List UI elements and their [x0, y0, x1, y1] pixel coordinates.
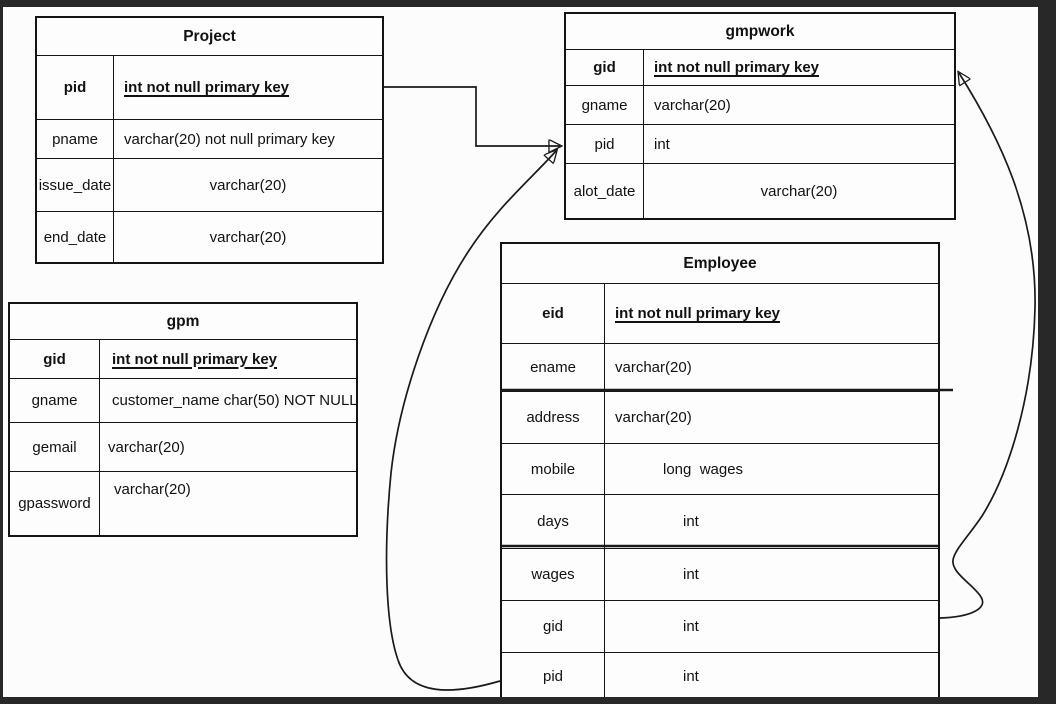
table-row: issue_date varchar(20)	[37, 159, 382, 212]
table-row: gname customer_name char(50) NOT NULL	[10, 379, 356, 423]
gmpwork-field-gid: gid	[566, 50, 644, 85]
gmpwork-field-gname: gname	[566, 86, 644, 124]
window-frame-right	[1038, 0, 1056, 704]
gpm-field-gid: gid	[10, 340, 100, 378]
employee-type-mobile: long wages	[663, 460, 744, 478]
employee-field-pid: pid	[502, 653, 605, 700]
table-row: pid int not null primary key	[37, 56, 382, 120]
table-row: ename varchar(20)	[502, 344, 938, 392]
employee-type-eid: int not null primary key	[615, 305, 781, 322]
table-gmpwork: gmpwork gid int not null primary key gna…	[564, 12, 956, 220]
table-row: gid int not null primary key	[566, 50, 954, 86]
gpm-field-gname: gname	[10, 379, 100, 422]
table-row: eid int not null primary key	[502, 284, 938, 344]
table-row: wages int	[502, 549, 938, 601]
gpm-type-gpassword: varchar(20)	[114, 481, 191, 498]
table-row: address varchar(20)	[502, 392, 938, 444]
window-frame-top	[0, 0, 1056, 7]
table-gpm: gpm gid int not null primary key gname c…	[8, 302, 358, 537]
employee-field-days: days	[502, 495, 605, 548]
project-type-issue-date: varchar(20)	[209, 176, 287, 194]
gmpwork-type-gid: int not null primary key	[654, 59, 820, 76]
employee-type-days: int	[683, 513, 699, 530]
table-project-title: Project	[37, 18, 382, 56]
table-row: mobile long wages	[502, 444, 938, 495]
project-type-end-date: varchar(20)	[209, 228, 287, 246]
gmpwork-type-alot-date: varchar(20)	[760, 182, 838, 200]
arrow-project-pid-to-gmpwork-pid	[384, 86, 560, 146]
gpm-field-gpassword: gpassword	[10, 472, 100, 535]
project-field-issue-date: issue_date	[37, 159, 114, 211]
gpm-type-gemail: varchar(20)	[108, 438, 185, 456]
table-row: gid int not null primary key	[10, 340, 356, 379]
gmpwork-field-alot-date: alot_date	[566, 164, 644, 218]
window-frame-bottom	[0, 697, 1056, 704]
project-field-pid: pid	[37, 56, 114, 119]
employee-field-eid: eid	[502, 284, 605, 343]
employee-field-mobile: mobile	[502, 444, 605, 494]
gpm-field-gemail: gemail	[10, 423, 100, 471]
table-gmpwork-title: gmpwork	[566, 14, 954, 50]
table-row: end_date varchar(20)	[37, 212, 382, 262]
table-row: alot_date varchar(20)	[566, 164, 954, 218]
table-row: days int	[502, 495, 938, 549]
project-type-pid: int not null primary key	[124, 79, 290, 96]
table-employee-title: Employee	[502, 244, 938, 284]
employee-type-gid: int	[683, 618, 699, 635]
table-row: gid int	[502, 601, 938, 653]
gmpwork-field-pid: pid	[566, 125, 644, 163]
employee-type-pid: int	[683, 668, 699, 685]
table-row: gemail varchar(20)	[10, 423, 356, 472]
employee-field-ename: ename	[502, 344, 605, 391]
table-gpm-title: gpm	[10, 304, 356, 340]
table-project: Project pid int not null primary key pna…	[35, 16, 384, 264]
gpm-type-gname: customer_name char(50) NOT NULL	[112, 392, 356, 409]
gpm-type-gid: int not null primary key	[112, 350, 278, 368]
window-frame-left	[0, 0, 3, 704]
employee-type-wages: int	[683, 566, 699, 583]
employee-type-ename: varchar(20)	[615, 359, 692, 376]
project-field-end-date: end_date	[37, 212, 114, 262]
project-type-pname: varchar(20) not null primary key	[124, 130, 335, 148]
table-row: pname varchar(20) not null primary key	[37, 120, 382, 159]
table-row: gpassword varchar(20)	[10, 472, 356, 535]
table-employee: Employee eid int not null primary key en…	[500, 242, 940, 702]
employee-field-wages: wages	[502, 549, 605, 600]
employee-type-address: varchar(20)	[615, 409, 692, 426]
table-row: pid int	[566, 125, 954, 164]
project-field-pname: pname	[37, 120, 114, 158]
table-row: pid int	[502, 653, 938, 700]
gmpwork-type-gname: varchar(20)	[654, 96, 731, 114]
table-row: gname varchar(20)	[566, 86, 954, 125]
employee-field-gid: gid	[502, 601, 605, 652]
employee-field-address: address	[502, 392, 605, 443]
gmpwork-type-pid: int	[654, 135, 670, 153]
